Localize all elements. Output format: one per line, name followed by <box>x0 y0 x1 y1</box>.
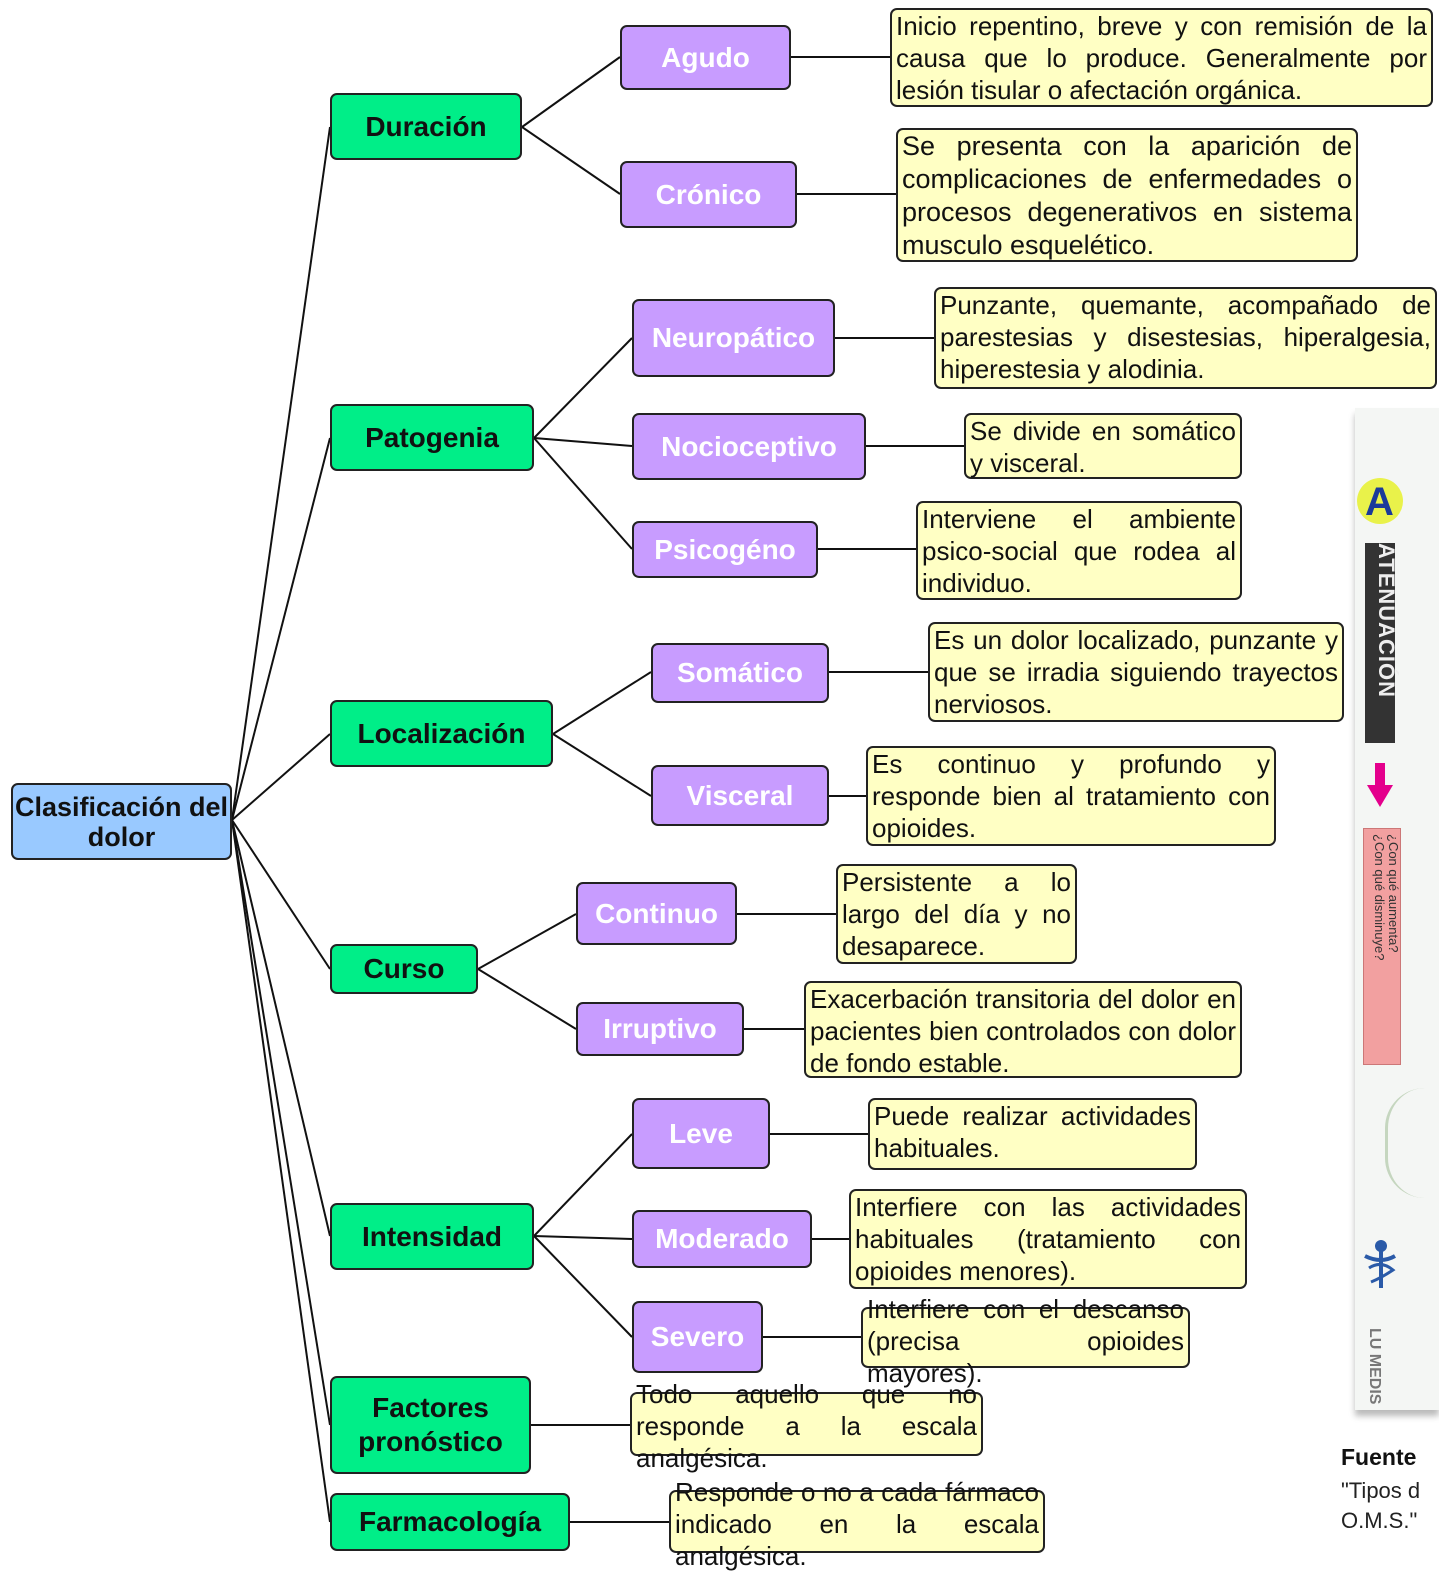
note-text: Es continuo y profundo y responde bien a… <box>872 749 1270 843</box>
note-text: Interfiere con las actividades habituale… <box>855 1192 1241 1286</box>
questions-text: ¿Con qué aumenta? ¿Con qué disminuye? <box>1372 834 1401 961</box>
subtype-nocioceptivo: Nocioceptivo <box>632 413 866 480</box>
atenuacion-banner: ATENUACIÓN <box>1365 543 1399 743</box>
note-moderado: Interfiere con las actividades habituale… <box>849 1189 1247 1289</box>
note-text: Se presenta con la aparición de complica… <box>902 131 1352 260</box>
subtype-label: Continuo <box>595 897 718 929</box>
category-label: Curso <box>363 953 445 984</box>
note-neuropatico: Punzante, quemante, acompañado de parest… <box>934 287 1437 389</box>
note-text: Interviene el ambiente psico-social que … <box>922 504 1236 598</box>
note-text: Todo aquello que no responde a la escala… <box>636 1379 977 1473</box>
subtype-label: Agudo <box>661 41 750 73</box>
source-label: Fuente <box>1341 1444 1417 1470</box>
note-visceral: Es continuo y profundo y responde bien a… <box>866 746 1276 846</box>
category-farmacologia: Farmacología <box>330 1493 570 1551</box>
category-localizacion: Localización <box>330 700 553 767</box>
banner-label: ATENUACIÓN <box>1374 543 1399 699</box>
subtype-label: Leve <box>669 1117 733 1149</box>
source-line-1: "Tipos d <box>1341 1478 1421 1503</box>
note-text: Se divide en somático y visceral. <box>970 416 1236 478</box>
source-text: "Tipos d O.M.S." <box>1341 1476 1420 1536</box>
note-leve: Puede realizar actividades habituales. <box>868 1098 1197 1170</box>
note-agudo: Inicio repentino, breve y con remisión d… <box>890 8 1433 107</box>
root-node: Clasificación del dolor <box>11 783 232 860</box>
note-continuo: Persistente a lo largo del día y no desa… <box>836 864 1077 964</box>
subtype-moderado: Moderado <box>632 1210 812 1268</box>
note-text: Es un dolor localizado, punzante y que s… <box>934 625 1338 719</box>
category-patogenia: Patogenia <box>330 404 534 471</box>
note-severo: Interfiere con el descanso (precisa opio… <box>861 1294 1190 1388</box>
logo-label: LU MEDIS <box>1366 1328 1383 1405</box>
questions-box: ¿Con qué aumenta? ¿Con qué disminuye? <box>1363 828 1401 1065</box>
category-duracion: Duración <box>330 93 522 160</box>
side-image: A ATENUACIÓN ¿Con qué aumenta? ¿Con qué … <box>1355 408 1439 1410</box>
note-irruptivo: Exacerbación transitoria del dolor en pa… <box>804 981 1242 1078</box>
subtype-leve: Leve <box>632 1098 770 1169</box>
category-intensidad: Intensidad <box>330 1203 534 1270</box>
source-line-2: O.M.S." <box>1341 1508 1418 1533</box>
subtype-severo: Severo <box>632 1301 763 1373</box>
note-text: Inicio repentino, breve y con remisión d… <box>896 11 1427 105</box>
subtype-label: Nocioceptivo <box>661 430 837 462</box>
arrow-down-icon <box>1367 763 1393 807</box>
badge-letter: A <box>1365 480 1394 524</box>
note-factores: Todo aquello que no responde a la escala… <box>630 1379 983 1473</box>
question-2: ¿Con qué disminuye? <box>1372 834 1387 961</box>
category-curso: Curso <box>330 944 478 994</box>
note-text: Puede realizar actividades habituales. <box>874 1101 1191 1163</box>
subtype-continuo: Continuo <box>576 882 737 945</box>
note-somatico: Es un dolor localizado, punzante y que s… <box>928 622 1344 722</box>
subtype-label: Visceral <box>686 779 794 811</box>
subtype-cronico: Crónico <box>620 161 797 228</box>
subtype-label: Psicogéno <box>654 533 796 565</box>
note-text: Exacerbación transitoria del dolor en pa… <box>810 984 1236 1078</box>
subtype-label: Moderado <box>655 1223 789 1254</box>
root-label: Clasificación del dolor <box>14 791 229 852</box>
note-text: Persistente a lo largo del día y no desa… <box>842 867 1071 961</box>
subtype-visceral: Visceral <box>651 765 829 826</box>
subtype-label: Somático <box>676 657 804 688</box>
subtype-irruptivo: Irruptivo <box>576 1002 744 1056</box>
note-cronico: Se presenta con la aparición de complica… <box>896 128 1358 262</box>
subtype-label: Irruptivo <box>603 1013 717 1044</box>
category-label: Intensidad <box>361 1220 502 1252</box>
category-factores: Factores pronóstico <box>330 1376 531 1474</box>
subtype-label: Crónico <box>655 178 762 210</box>
subtype-label: Neuropático <box>651 322 816 353</box>
category-label: Patogenia <box>365 421 499 453</box>
logo-text: LU MEDIS <box>1361 1328 1383 1404</box>
category-label: Farmacología <box>358 1506 542 1537</box>
category-label: Duración <box>365 110 487 142</box>
subtype-somatico: Somático <box>651 643 829 703</box>
note-text: Punzante, quemante, acompañado de parest… <box>940 290 1431 384</box>
leaf-decoration <box>1385 1088 1439 1198</box>
note-nocioceptivo: Se divide en somático y visceral. <box>964 413 1242 479</box>
note-text: Interfiere con el descanso (precisa opio… <box>867 1294 1184 1388</box>
letter-a-badge: A <box>1357 478 1403 524</box>
question-1: ¿Con qué aumenta? <box>1386 834 1401 953</box>
subtype-label: Severo <box>650 1321 745 1352</box>
note-psicogeno: Interviene el ambiente psico-social que … <box>916 501 1242 600</box>
subtype-agudo: Agudo <box>620 25 791 90</box>
note-text: Responde o no a cada fármaco indicado en… <box>675 1477 1039 1571</box>
caduceus-icon <box>1364 1240 1396 1288</box>
note-farmacologia: Responde o no a cada fármaco indicado en… <box>669 1477 1045 1571</box>
category-label: Factores pronóstico <box>358 1392 503 1457</box>
category-label: Localización <box>357 717 526 749</box>
subtype-neuropatico: Neuropático <box>632 299 835 377</box>
subtype-psicogeno: Psicogéno <box>632 521 818 578</box>
